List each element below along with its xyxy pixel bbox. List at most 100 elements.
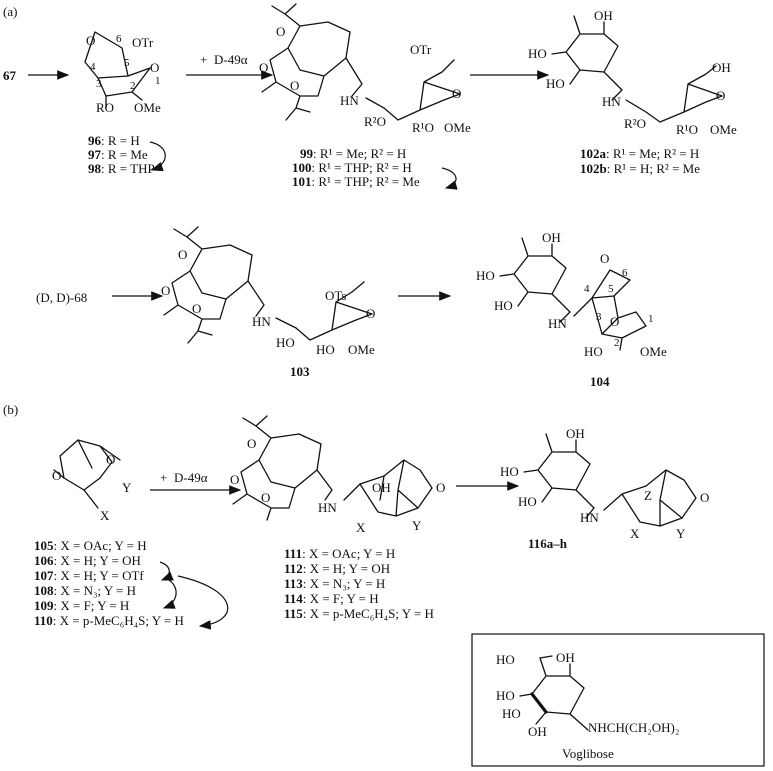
svg-text:109: X = F; Y = H: 109: X = F; Y = H <box>34 598 129 613</box>
compound-106-text: : X = H; Y = OH <box>54 553 141 568</box>
legend-111-115: 111: X = OAc; Y = H 112: X = H; Y = OH 1… <box>284 546 434 621</box>
ho-label-102-a: HO <box>528 46 547 61</box>
ring-number-6: 6 <box>116 33 122 45</box>
ome-label-104: OMe <box>640 344 667 359</box>
ring-oxygen-99: O <box>452 86 461 101</box>
r2o-label-99: R²O <box>364 114 386 129</box>
otr-label: OTr <box>132 35 154 50</box>
hn-label-111: HN <box>318 500 337 515</box>
ome-label-99: OMe <box>444 120 471 135</box>
compound-99-number: 99 <box>300 146 314 161</box>
otr-label-99: OTr <box>410 42 432 57</box>
compound-109-number: 109 <box>34 598 54 613</box>
ring-oxygen-105-a: O <box>106 452 115 467</box>
structure-102: OH HO HO HN OH O R²O R¹O OMe <box>528 8 737 137</box>
compound-100-number: 100 <box>292 160 312 175</box>
ring-number-1: 1 <box>155 75 161 87</box>
ring-oxygen: O <box>86 33 95 48</box>
x-label-111: X <box>356 520 366 535</box>
svg-text:111: X = OAc; Y = H: 111: X = OAc; Y = H <box>284 546 395 561</box>
ring-oxygen-103: O <box>366 306 375 321</box>
compound-101-text: : R¹ = THP; R² = Me <box>312 174 420 189</box>
hn-label-102: HN <box>602 94 621 109</box>
svg-text:107: X = H; Y = OTf: 107: X = H; Y = OTf <box>34 568 144 583</box>
compound-115-text: : X = p-MeC₆H₄S; Y = H <box>303 606 434 621</box>
compound-113-number: 113 <box>284 576 303 591</box>
svg-text:112: X = H; Y = OH: 112: X = H; Y = OH <box>284 561 390 576</box>
ring-number-104-3: 3 <box>596 311 602 323</box>
curved-arrow-106-107 <box>159 561 174 581</box>
compound-107-text: : X = H; Y = OTf <box>54 568 145 583</box>
compound-105-number: 105 <box>34 538 54 553</box>
panel-b-label: (b) <box>3 402 18 417</box>
plus-sign-b: + <box>160 470 167 485</box>
acetal-oxygen-1: O <box>276 24 285 39</box>
ring-number-2: 2 <box>130 80 136 92</box>
compound-111-text: : X = OAc; Y = H <box>302 546 395 561</box>
ho-label-102-b: HO <box>546 76 565 91</box>
ring-number-4: 4 <box>90 61 96 73</box>
ho-label-104-b: HO <box>494 298 513 313</box>
ring-oxygen-2: O <box>150 60 159 75</box>
ho-label-voglibose-1: HO <box>496 652 515 667</box>
acetal-oxygen-103-1: O <box>178 247 187 262</box>
compound-112-number: 112 <box>284 561 303 576</box>
svg-text:98: R = THP: 98: R = THP <box>88 161 155 176</box>
ho-label-voglibose-2: HO <box>496 688 515 703</box>
svg-text:110: X = p-MeC₆H₄S; Y = H: 110: X = p-MeC₆H₄S; Y = H <box>34 613 184 628</box>
voglibose-box <box>471 633 765 767</box>
compound-113-text: : X = N₃; Y = H <box>303 576 386 591</box>
structure-105-110: O O Y X <box>52 439 132 523</box>
hn-label-103: HN <box>252 314 271 329</box>
ho-label-103-a: HO <box>276 335 295 350</box>
nhch-label-voglibose: NHCH(CH₂OH)₂ <box>588 720 679 735</box>
hn-label-99: HN <box>340 93 359 108</box>
voglibose-name: Voglibose <box>562 746 614 761</box>
ring-number-5: 5 <box>124 57 130 69</box>
structure-116: OH HO HO HN Z O X Y <box>500 426 709 541</box>
ring-oxygen-102: O <box>716 88 725 103</box>
hn-label-104: HN <box>548 316 567 331</box>
ho-label-116-a: HO <box>500 464 519 479</box>
compound-114-number: 114 <box>284 591 303 606</box>
ring-number-104-6: 6 <box>622 267 628 279</box>
compound-112-text: : X = H; Y = OH <box>303 561 390 576</box>
y-label-111: Y <box>412 518 422 533</box>
oh-label-voglibose-2: OH <box>528 724 547 739</box>
compound-103-label: 103 <box>290 364 310 379</box>
compound-107-number: 107 <box>34 568 54 583</box>
structure-96-98: O OTr 6 4 5 3 2 1 O RO OMe <box>84 31 161 115</box>
ring-oxygen-116: O <box>700 490 709 505</box>
structure-104: OH HO HO HN O O 4 5 6 3 2 1 HO OMe <box>476 230 667 359</box>
compound-97-number: 97 <box>88 147 102 162</box>
legend-96-98: 96: R = H 97: R = Me 98: R = THP <box>88 133 166 176</box>
ring-number-104-5: 5 <box>608 283 614 295</box>
ho-label-104-a: HO <box>476 268 495 283</box>
structure-99-101: O O O HN OTr O R²O R¹O OMe <box>259 3 471 135</box>
structure-103: O O O HN OTs O HO HO OMe <box>161 226 375 357</box>
compound-114-text: : X = F; Y = H <box>303 591 379 606</box>
hn-label-116: HN <box>580 510 599 525</box>
ring-oxygen-105-b: O <box>52 468 61 483</box>
legend-102: 102a: R¹ = Me; R² = H 102b: R¹ = H; R² =… <box>580 146 700 176</box>
svg-text:99: R¹ = Me; R² = H: 99: R¹ = Me; R² = H <box>300 146 406 161</box>
ots-label-103: OTs <box>325 288 346 303</box>
acetal-oxygen-111-3: O <box>261 490 270 505</box>
ring-oxygen-104-mid: O <box>610 314 619 329</box>
curved-arrow-96-98 <box>149 141 166 172</box>
y-label-105: Y <box>122 480 132 495</box>
plus-sign-a1: + <box>200 52 207 67</box>
x-label-105: X <box>100 508 110 523</box>
svg-text:115: X = p-MeC₆H₄S; Y = H: 115: X = p-MeC₆H₄S; Y = H <box>284 606 434 621</box>
compound-116-label: 116a–h <box>528 536 568 551</box>
r1o-label-99: R¹O <box>412 120 434 135</box>
svg-text:101: R¹ = THP; R² = Me: 101: R¹ = THP; R² = Me <box>292 174 420 189</box>
compound-104-label: 104 <box>590 374 610 389</box>
legend-105-110: 105: X = OAc; Y = H 106: X = H; Y = OH 1… <box>34 538 229 630</box>
compound-97-text: : R = Me <box>101 147 148 162</box>
svg-text:102a: R¹ = Me; R² = H: 102a: R¹ = Me; R² = H <box>580 146 699 161</box>
acetal-oxygen-103-2: O <box>161 283 170 298</box>
oh-label-104-top: OH <box>542 230 561 245</box>
oh-label-116-top: OH <box>566 426 585 441</box>
z-label-116: Z <box>644 488 652 503</box>
